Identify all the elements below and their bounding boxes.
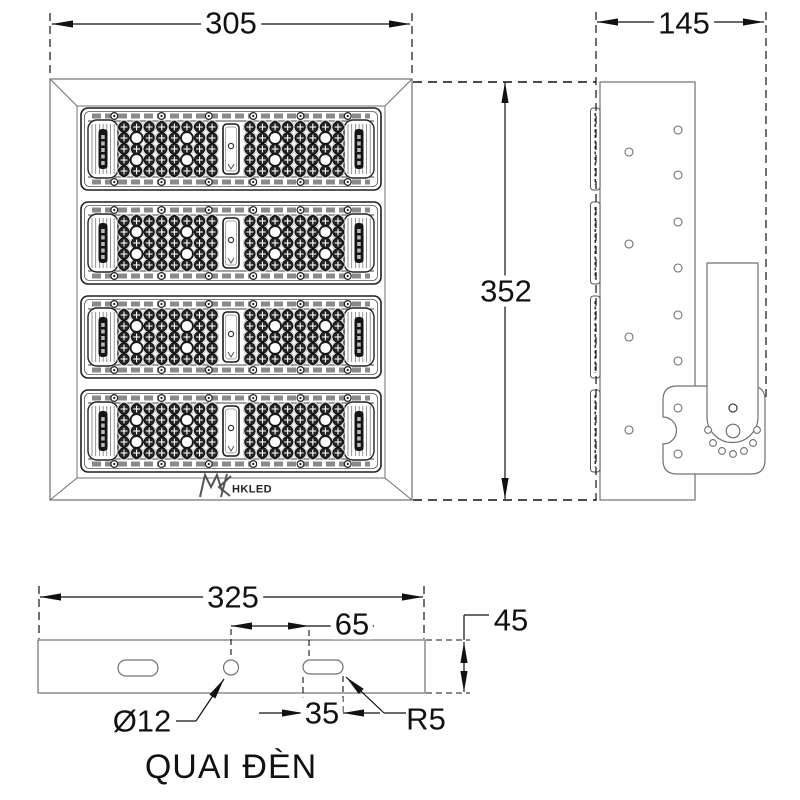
led-module-2 <box>80 201 382 285</box>
led-module-3 <box>80 295 382 379</box>
led-module-4 <box>80 389 382 473</box>
side-view <box>590 81 766 501</box>
led-module-1 <box>80 107 382 191</box>
front-view <box>49 78 413 501</box>
brand-logo-mark <box>199 472 232 498</box>
bracket-top-view <box>37 639 426 694</box>
